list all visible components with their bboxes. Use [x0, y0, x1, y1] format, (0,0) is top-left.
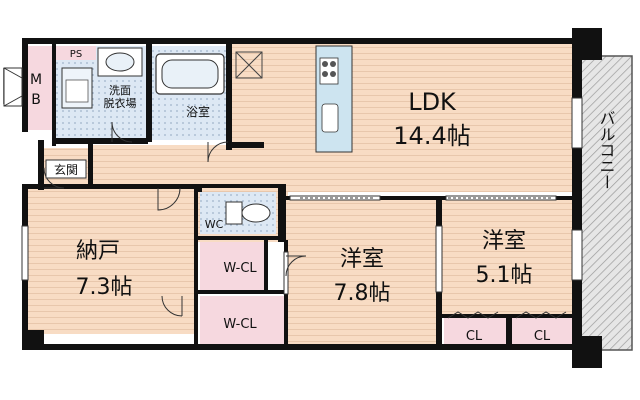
- washroom-label-line1: 洗面: [109, 84, 131, 97]
- cl-2-label: CL: [534, 329, 551, 344]
- yoshitsu-b-name: 洋室: [482, 229, 526, 254]
- cl-1-label: CL: [466, 329, 483, 344]
- wcl-1-floor: [200, 242, 266, 292]
- yoshitsu-a-size: 7.8帖: [334, 281, 391, 306]
- genkan-box: [45, 159, 87, 179]
- ps-floor: [56, 46, 96, 60]
- ldk-name: LDK: [408, 88, 457, 116]
- closet-doors: [447, 311, 567, 319]
- balcony-floor: [579, 55, 633, 351]
- walls: [22, 28, 602, 368]
- mb-floor: [26, 46, 54, 130]
- mb-label-m: M: [30, 72, 42, 88]
- bath-label: 浴室: [186, 104, 210, 119]
- nando-size: 7.3帖: [76, 275, 133, 300]
- toilet: [225, 201, 271, 225]
- ps-label: PS: [70, 49, 82, 60]
- wcl-2-floor: [200, 296, 286, 348]
- washing-machine: [61, 67, 93, 109]
- yoshitsu-a-floor: [288, 200, 438, 346]
- balcony-label: バルコニー: [597, 110, 616, 190]
- wcl-2-label: W-CL: [223, 317, 257, 332]
- wcl-1-label: W-CL: [223, 261, 257, 276]
- wc-label: WC: [205, 218, 224, 231]
- yoshitsu-b-size: 5.1帖: [476, 263, 533, 288]
- yoshitsu-b-floor: [440, 200, 574, 314]
- washbasin: [97, 47, 143, 77]
- nando-name: 納戸: [76, 239, 120, 264]
- ldk-floor: [232, 42, 574, 192]
- yoshitsu-a-name: 洋室: [340, 247, 384, 272]
- mb-door: [3, 67, 23, 107]
- kitchen-counter: [315, 45, 353, 153]
- fridge-space: [235, 51, 263, 79]
- ldk-size: 14.4帖: [393, 122, 470, 150]
- washroom-label-line2: 脱衣場: [104, 96, 137, 110]
- mb-label-b: B: [31, 92, 41, 108]
- genkan-label: 玄関: [54, 162, 78, 177]
- hall-floor: [92, 145, 232, 185]
- bathtub: [155, 53, 225, 95]
